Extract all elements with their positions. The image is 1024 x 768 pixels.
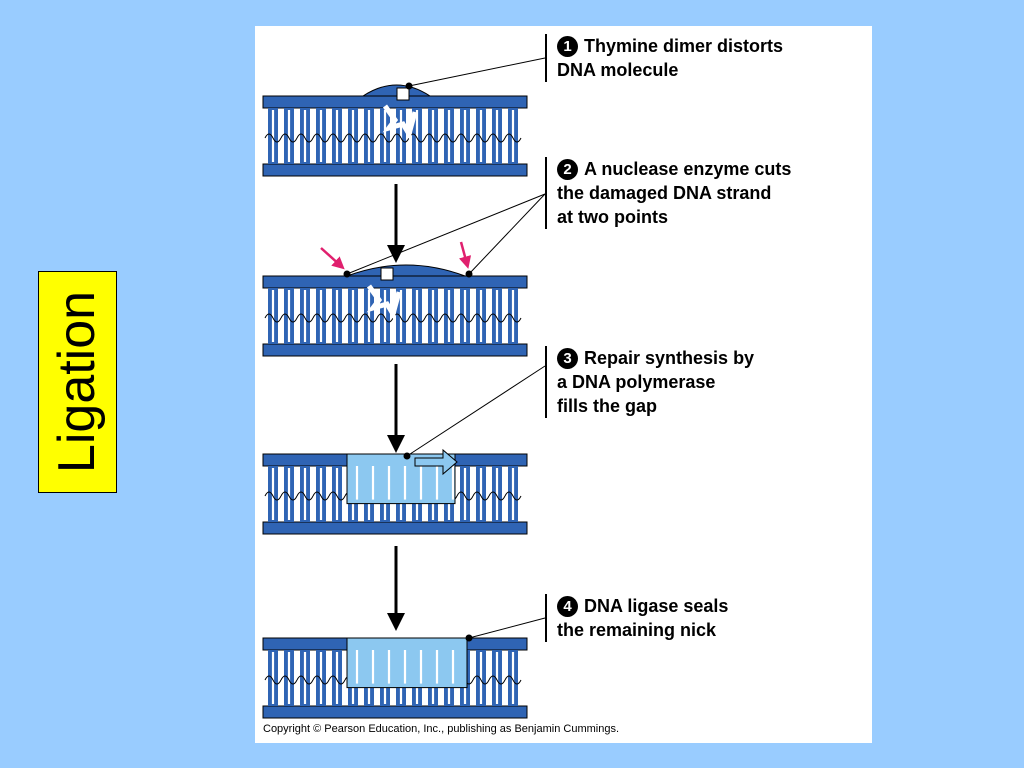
bottom-backbone bbox=[262, 343, 528, 357]
hydrogen-bond bbox=[264, 133, 282, 143]
ligation-label: Ligation bbox=[48, 290, 107, 474]
step-3-line-1: Repair synthesis by bbox=[584, 348, 755, 368]
dimer-bond bbox=[396, 87, 410, 101]
leader-line-3 bbox=[468, 193, 546, 275]
hydrogen-bond bbox=[328, 675, 346, 685]
step-4-number: 4 bbox=[557, 596, 578, 617]
hydrogen-bond bbox=[280, 675, 298, 685]
step-2-line-1: A nuclease enzyme cuts bbox=[584, 159, 792, 179]
step-2-caption: 2 A nuclease enzyme cuts the damaged DNA … bbox=[545, 157, 865, 229]
hydrogen-bond bbox=[376, 313, 394, 323]
top-backbone bbox=[262, 95, 528, 109]
leader-line-5 bbox=[468, 617, 546, 639]
hydrogen-bond bbox=[312, 675, 330, 685]
bottom-backbone bbox=[262, 521, 528, 535]
hydrogen-bond bbox=[296, 491, 314, 501]
step-1-line-1: Thymine dimer distorts bbox=[584, 36, 784, 56]
hydrogen-bond bbox=[280, 133, 298, 143]
leader-line-2 bbox=[346, 193, 546, 275]
hydrogen-bond bbox=[440, 133, 458, 143]
hydrogen-bond bbox=[472, 675, 490, 685]
hydrogen-bond bbox=[456, 313, 474, 323]
hydrogen-bond bbox=[440, 313, 458, 323]
copyright-text: Copyright © Pearson Education, Inc., pub… bbox=[263, 723, 620, 735]
hydrogen-bond bbox=[472, 133, 490, 143]
hydrogen-bond bbox=[488, 675, 506, 685]
hydrogen-bond bbox=[424, 133, 442, 143]
step-3-number: 3 bbox=[557, 348, 578, 369]
step-2-number: 2 bbox=[557, 159, 578, 180]
hydrogen-bond bbox=[280, 491, 298, 501]
step-4-caption: 4 DNA ligase seals the remaining nick bbox=[545, 594, 865, 642]
step-4-line-1: DNA ligase seals bbox=[584, 596, 729, 616]
hydrogen-bond bbox=[344, 313, 362, 323]
hydrogen-bond bbox=[264, 313, 282, 323]
hydrogen-bond bbox=[488, 313, 506, 323]
step-1-number: 1 bbox=[557, 36, 578, 57]
dna-molecule-3 bbox=[262, 453, 528, 535]
hydrogen-bond bbox=[312, 491, 330, 501]
hydrogen-bond bbox=[296, 313, 314, 323]
hydrogen-bond bbox=[504, 675, 522, 685]
repair-patch bbox=[346, 637, 468, 689]
step-1-line-2: DNA molecule bbox=[557, 60, 679, 80]
dna-molecule-2 bbox=[262, 264, 528, 357]
hydrogen-bond bbox=[360, 133, 378, 143]
hydrogen-bond bbox=[408, 313, 426, 323]
hydrogen-bond bbox=[456, 491, 474, 501]
bottom-backbone bbox=[262, 705, 528, 719]
cut-arrow-right bbox=[458, 241, 472, 269]
leader-dot-5 bbox=[465, 634, 473, 642]
thymine-dimer bbox=[382, 104, 418, 141]
distortion-bulge bbox=[346, 264, 466, 277]
leader-dot-2 bbox=[343, 270, 351, 278]
hydrogen-bond bbox=[328, 133, 346, 143]
hydrogen-bond bbox=[472, 491, 490, 501]
hydrogen-bond bbox=[264, 491, 282, 501]
leader-line-4 bbox=[406, 365, 546, 457]
dna-molecule-4 bbox=[262, 637, 528, 719]
step-1-caption: 1 Thymine dimer distorts DNA molecule bbox=[545, 34, 865, 82]
leader-dot-3 bbox=[465, 270, 473, 278]
diagram-panel: 1 Thymine dimer distorts DNA molecule 2 A … bbox=[255, 26, 872, 743]
step-4-line-2: the remaining nick bbox=[557, 620, 717, 640]
ligation-label-box: Ligation bbox=[38, 271, 117, 493]
hydrogen-bond bbox=[296, 675, 314, 685]
cut-arrow-left bbox=[320, 247, 345, 270]
leader-dot-1 bbox=[405, 82, 413, 90]
hydrogen-bond bbox=[504, 491, 522, 501]
hydrogen-bond bbox=[312, 313, 330, 323]
hydrogen-bond bbox=[376, 133, 394, 143]
synthesis-arrow bbox=[414, 448, 458, 476]
dna-molecule-1 bbox=[262, 84, 528, 177]
hydrogen-bond bbox=[472, 313, 490, 323]
hydrogen-bond bbox=[456, 133, 474, 143]
top-backbone bbox=[262, 275, 528, 289]
hydrogen-bond bbox=[488, 133, 506, 143]
hydrogen-bond bbox=[360, 313, 378, 323]
hydrogen-bond bbox=[504, 133, 522, 143]
step-3-caption: 3 Repair synthesis by a DNA polymerase fi… bbox=[545, 346, 865, 418]
bottom-backbone bbox=[262, 163, 528, 177]
hydrogen-bond bbox=[424, 313, 442, 323]
hydrogen-bond bbox=[296, 133, 314, 143]
hydrogen-bond bbox=[328, 491, 346, 501]
hydrogen-bond bbox=[264, 675, 282, 685]
dimer-bond bbox=[380, 267, 394, 281]
hydrogen-bond bbox=[344, 133, 362, 143]
step-2-line-3: at two points bbox=[557, 207, 668, 227]
step-3-line-2: a DNA polymerase bbox=[557, 372, 716, 392]
leader-line-1 bbox=[408, 57, 546, 87]
leader-dot-4 bbox=[403, 452, 411, 460]
step-3-line-3: fills the gap bbox=[557, 396, 658, 416]
thymine-dimer bbox=[366, 284, 402, 321]
hydrogen-bond bbox=[504, 313, 522, 323]
step-2-line-2: the damaged DNA strand bbox=[557, 183, 772, 203]
hydrogen-bond bbox=[488, 491, 506, 501]
hydrogen-bond bbox=[312, 133, 330, 143]
hydrogen-bond bbox=[280, 313, 298, 323]
hydrogen-bond bbox=[328, 313, 346, 323]
dna-repair-diagram bbox=[262, 57, 546, 719]
hydrogen-bond bbox=[392, 133, 410, 143]
